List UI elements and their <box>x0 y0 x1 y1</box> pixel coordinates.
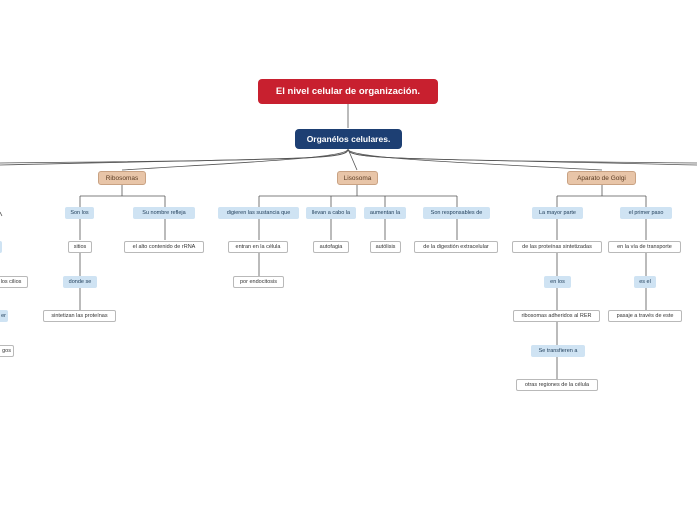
leaf-proteinas[interactable]: de las proteínas sintetizadas <box>512 241 602 253</box>
fragment-left-connector-1[interactable] <box>0 241 2 253</box>
connector-mayor-parte[interactable]: La mayor parte <box>532 207 583 219</box>
connector-donde-se[interactable]: donde se <box>63 276 97 288</box>
connector-responsables[interactable]: Son responsables de <box>423 207 490 219</box>
leaf-pasaje[interactable]: pasaje a través de este <box>608 310 682 322</box>
connector-aumentan[interactable]: aumentan la <box>364 207 406 219</box>
connector-es-el[interactable]: es el <box>634 276 656 288</box>
leaf-endocitosis[interactable]: por endocitosis <box>233 276 284 288</box>
fragment-left-gos[interactable]: gos <box>0 345 14 357</box>
leaf-ribosomas-rer[interactable]: ribosomas adheridos al RER <box>513 310 600 322</box>
connector-nombre-refleja[interactable]: Su nombre refleja <box>133 207 195 219</box>
fragment-left-cilios[interactable]: los cilios <box>0 276 28 288</box>
connector-en-los[interactable]: en los <box>544 276 571 288</box>
connector-llevan[interactable]: llevan a cabo la <box>306 207 356 219</box>
connector-transfieren[interactable]: Se transfieren a <box>531 345 585 357</box>
leaf-sintetizan[interactable]: sintetizan las proteínas <box>43 310 116 322</box>
branch-aparato-de-golgi[interactable]: Aparato de Golgi <box>567 171 636 185</box>
branch-lisosoma[interactable]: Lisosoma <box>337 171 378 185</box>
leaf-entran[interactable]: entran en la célula <box>228 241 288 253</box>
leaf-autolisis[interactable]: autólisis <box>370 241 401 253</box>
fragment-left-er[interactable]: er <box>0 310 8 322</box>
connector-primer-paso[interactable]: el primer paso <box>620 207 672 219</box>
connector-digieren[interactable]: digieren las sustancia que <box>218 207 299 219</box>
leaf-otras-regiones[interactable]: otras regiones de la célula <box>516 379 598 391</box>
leaf-via-transporte[interactable]: en la vía de transporte <box>608 241 681 253</box>
leaf-digestion[interactable]: de la digestión extracelular <box>414 241 498 253</box>
leaf-autofagia[interactable]: autofagia <box>313 241 349 253</box>
root-topic[interactable]: El nivel celular de organización. <box>258 79 438 104</box>
connector-son-los[interactable]: Son los <box>65 207 94 219</box>
leaf-alto-contenido[interactable]: el alto contenido de rRNA <box>124 241 204 253</box>
leaf-sitios[interactable]: sitios <box>68 241 92 253</box>
branch-ribosomas[interactable]: Ribosomas <box>98 171 146 185</box>
main-topic[interactable]: Organélos celulares. <box>295 129 402 149</box>
